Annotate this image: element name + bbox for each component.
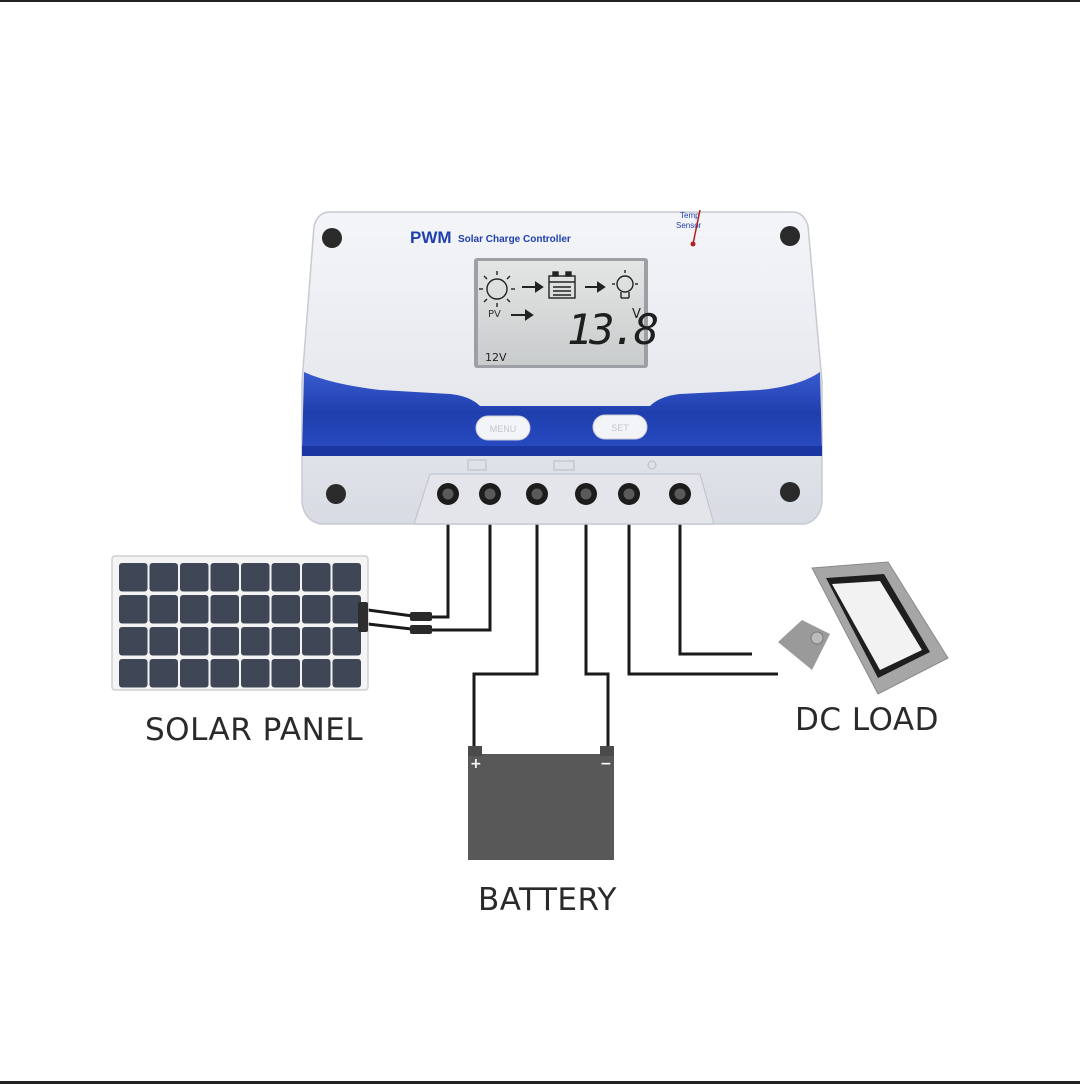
solar-cell: [180, 627, 209, 656]
sun-icon: [479, 271, 515, 307]
lcd-voltage-readout: 13.8: [567, 305, 658, 354]
solar-cell: [241, 627, 270, 656]
solar-cell: [332, 595, 361, 624]
wires: [367, 522, 778, 747]
battery-positive-wire: [472, 522, 539, 747]
solar-cell: [119, 627, 148, 656]
arrow-right-icon: [585, 281, 606, 293]
solar-positive-wire: [420, 522, 450, 619]
mount-hole-top-left: [322, 228, 342, 248]
solar-cell: [271, 659, 300, 688]
mount-hole-top-right: [780, 226, 800, 246]
dc-load-label: DC LOAD: [795, 702, 939, 738]
solar-cell: [302, 659, 331, 688]
battery-positive-terminal: [468, 746, 482, 756]
lcd-pv-label: PV: [488, 309, 501, 320]
solar-cell: [271, 627, 300, 656]
terminal-screw-head: [442, 488, 454, 500]
solar-cell: [180, 563, 209, 592]
solar-cell: [332, 659, 361, 688]
solar-cell: [149, 627, 178, 656]
battery-negative-terminal: [600, 746, 614, 756]
blue-band: [302, 372, 822, 454]
solar-cell: [210, 595, 239, 624]
terminals: [437, 483, 691, 505]
solar-cell: [332, 563, 361, 592]
solar-cell: [119, 563, 148, 592]
solar-cell: [241, 659, 270, 688]
arrow-right-icon: [511, 309, 534, 321]
lcd-display: PV 13.8 V 12V: [474, 258, 661, 368]
battery-label: BATTERY: [478, 882, 617, 918]
arrow-right-icon: [522, 281, 544, 293]
panel-legend-icon: [467, 459, 487, 471]
terminal-screw-head: [484, 488, 496, 500]
battery-icon: [548, 271, 576, 299]
load-negative-wire: [678, 522, 752, 656]
solar-cell: [149, 595, 178, 624]
set-button-label: SET: [611, 423, 629, 433]
terminal-legend: [467, 459, 657, 471]
solar-cell: [210, 563, 239, 592]
flood-lamp: [778, 561, 949, 695]
menu-button-label: MENU: [490, 424, 517, 434]
solar-cell: [271, 595, 300, 624]
lcd-voltage-unit: V: [632, 307, 641, 322]
terminal-screw-head: [623, 488, 635, 500]
junction-box: [358, 602, 368, 632]
temp-sensor-label-2: Sensor: [676, 221, 702, 230]
mount-hole-bottom-right: [780, 482, 800, 502]
temp-sensor-lead: [692, 209, 701, 245]
battery: + −: [468, 746, 614, 860]
load-positive-wire: [627, 522, 778, 676]
solar-cell: [180, 659, 209, 688]
solar-cell: [119, 659, 148, 688]
battery-legend-icon: [553, 460, 575, 471]
solar-cell: [302, 595, 331, 624]
lamp-bracket: [778, 620, 830, 670]
solar-cell: [241, 563, 270, 592]
solar-negative-wire: [420, 522, 492, 632]
load-legend-icon: [647, 460, 657, 470]
solar-cell: [119, 595, 148, 624]
terminal-screw-head: [580, 488, 592, 500]
mc4-connector-negative: [410, 625, 432, 634]
solar-cell: [332, 627, 361, 656]
battery-body: [468, 754, 614, 860]
solar-cell: [149, 563, 178, 592]
terminal-screw-head: [674, 488, 686, 500]
solar-cell: [210, 659, 239, 688]
battery-plus-sign: +: [470, 756, 482, 772]
solar-panel: [111, 555, 432, 691]
solar-cell: [180, 595, 209, 624]
set-button[interactable]: SET: [592, 414, 648, 440]
lamp-lens: [832, 581, 922, 670]
solar-cell: [302, 627, 331, 656]
lamp-bracket-bolt: [810, 631, 824, 645]
mount-hole-bottom-left: [326, 484, 346, 504]
temp-sensor-label-1: Temp: [680, 211, 700, 220]
mc4-connector-positive: [410, 612, 432, 621]
brand-label: PWM: [410, 228, 452, 247]
battery-negative-wire: [584, 522, 610, 747]
solar-cell: [241, 595, 270, 624]
solar-cell: [302, 563, 331, 592]
band-shadow: [302, 446, 822, 456]
subtitle-label: Solar Charge Controller: [458, 234, 571, 245]
bulb-icon: [612, 270, 638, 299]
solar-cell: [149, 659, 178, 688]
lcd-system-voltage: 12V: [485, 351, 507, 364]
solar-panel-label: SOLAR PANEL: [145, 712, 364, 748]
menu-button[interactable]: MENU: [475, 415, 531, 441]
terminal-housing: [413, 473, 715, 525]
battery-minus-sign: −: [600, 756, 612, 772]
solar-cell: [210, 627, 239, 656]
temp-sensor-dot: [690, 241, 696, 247]
solar-cell: [271, 563, 300, 592]
solar-cells: [119, 563, 361, 688]
terminal-screw-head: [531, 488, 543, 500]
charge-controller: PWM Solar Charge Controller Temp Sensor: [301, 209, 823, 525]
